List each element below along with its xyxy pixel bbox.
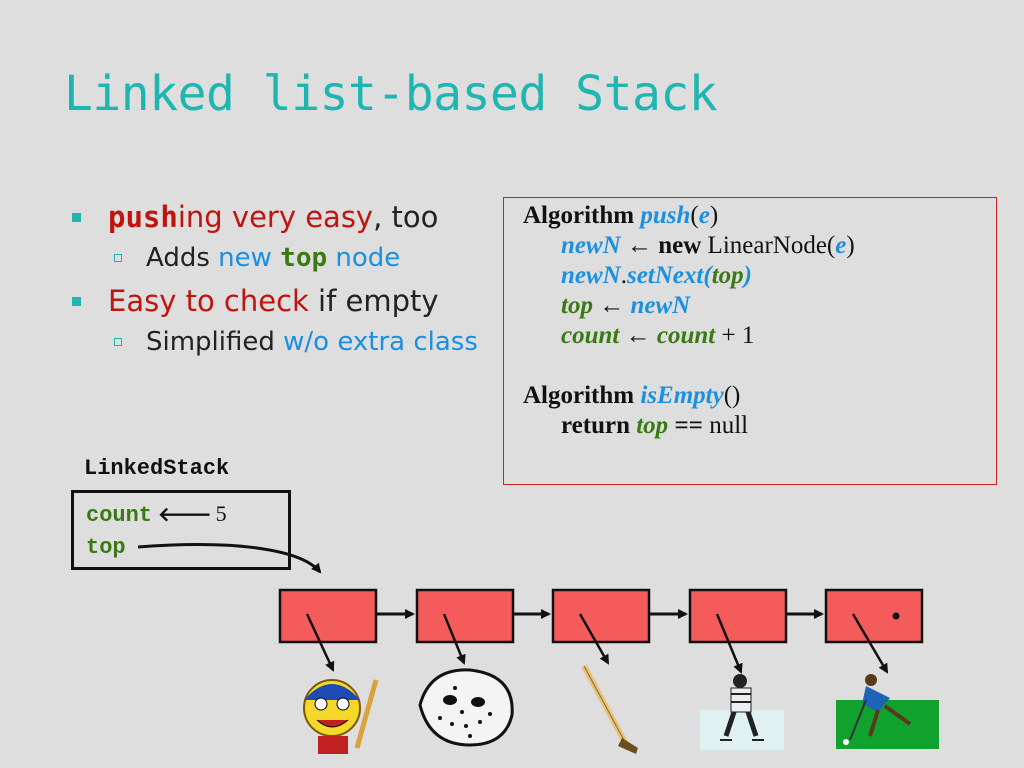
bullet-marker [72, 213, 81, 222]
slide-title: Linked list-based Stack [64, 66, 718, 122]
bullet-list: pushing very easy, too Adds new top node… [70, 200, 490, 369]
adds-new: new [218, 243, 281, 273]
hockey-player-emoji-icon [303, 679, 379, 754]
linkedstack-box: count🡐5 top [71, 490, 291, 570]
count-value: 5 [215, 501, 227, 526]
sub-bullet-marker [114, 254, 122, 262]
push-keyword: push [108, 200, 178, 234]
empty-rest: if empty [308, 284, 439, 319]
linkedstack-label: LinkedStack [84, 456, 230, 481]
bullet-marker [72, 297, 81, 307]
list-node [824, 588, 924, 644]
push-header: Algorithm push(e) [523, 202, 719, 229]
goalie-mask-icon [418, 668, 514, 747]
element-arrow [442, 613, 466, 665]
algo-line-3: top ← newN [561, 292, 691, 319]
adds-top: top [280, 243, 328, 273]
sub-bullet-marker [114, 338, 122, 347]
empty-text: Easy to check [108, 284, 309, 319]
field-hockey-player-icon [836, 674, 939, 749]
count-field: count🡐5 [86, 501, 227, 528]
referee-icon [700, 674, 784, 750]
list-node [278, 588, 378, 644]
simplified-wo: w/o extra class [283, 327, 478, 358]
null-dot [892, 612, 900, 620]
push-text: ing very easy [177, 200, 374, 234]
top-pointer-arrow [137, 543, 322, 574]
isempty-header: Algorithm isEmpty() [523, 382, 741, 409]
element-arrow [715, 613, 743, 674]
algo-line-2: newN.setNext(top) [561, 262, 752, 289]
algorithm-box: Algorithm push(e) newN ← new LinearNode(… [503, 197, 997, 485]
algo-line-1: newN ← new LinearNode(e) [561, 232, 855, 259]
list-node [551, 588, 651, 644]
push-rest: , too [373, 200, 439, 234]
top-field: top [86, 535, 126, 560]
element-arrow [578, 613, 610, 665]
bullet-push: pushing very easy, too [70, 200, 490, 234]
sub-bullet-adds: Adds new top node [70, 240, 490, 276]
simplified-text: Simplified [146, 327, 284, 358]
adds-node: node [327, 243, 401, 273]
left-arrow-icon: 🡐 [158, 502, 212, 526]
adds-text: Adds [146, 243, 219, 273]
element-arrow [305, 613, 335, 672]
bullet-empty: Easy to check if empty [70, 284, 490, 318]
list-node [688, 588, 788, 644]
algo-line-5: return top == null [561, 412, 749, 439]
element-arrow [851, 613, 889, 674]
algo-line-4: count ← count + 1 [561, 322, 755, 349]
sub-bullet-simplified: Simplified w/o extra class [70, 324, 490, 360]
hockey-stick-icon [581, 664, 638, 754]
list-node [415, 588, 515, 644]
